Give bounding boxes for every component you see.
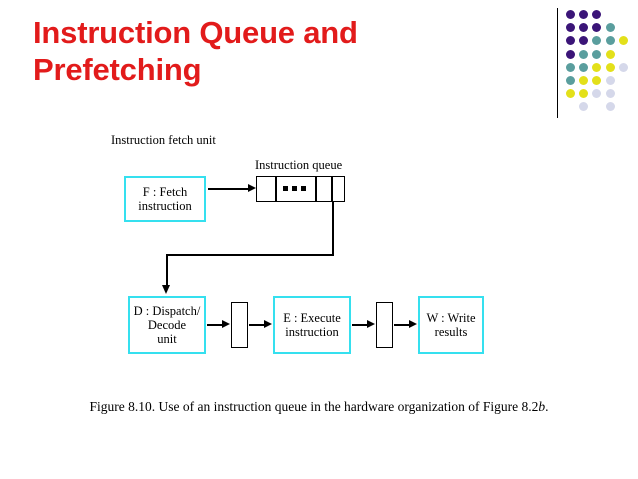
motif-dot [605, 62, 615, 72]
connector-execute-to-latch2 [352, 324, 368, 326]
motif-dot [592, 89, 602, 99]
queue-dot [301, 186, 306, 191]
block-execute-instruction[interactable]: E : Execute instruction [273, 296, 351, 354]
motif-dot [566, 49, 575, 59]
caption-prefix: Figure 8.10. Use of an instruction queue… [89, 399, 539, 414]
motif-dot [605, 36, 615, 46]
queue-ellipsis-dots [283, 186, 306, 191]
motif-dot [566, 10, 575, 19]
motif-dot [579, 89, 589, 99]
motif-dot [592, 23, 602, 33]
motif-dot [579, 23, 589, 33]
page-title: Instruction Queue and Prefetching [33, 15, 358, 87]
motif-dot [592, 10, 602, 19]
motif-dot [618, 62, 628, 72]
latch-register-2[interactable] [376, 302, 393, 348]
motif-dot [579, 62, 589, 72]
motif-dot [579, 36, 589, 46]
motif-dot [592, 49, 602, 59]
label-instruction-fetch-unit: Instruction fetch unit [111, 133, 216, 147]
queue-divider-3 [331, 176, 333, 202]
motif-dot [605, 76, 615, 85]
arrowhead-latch1-to-execute [264, 320, 272, 328]
motif-vertical-rule [557, 8, 558, 118]
block-fetch-instruction[interactable]: F : Fetch instruction [124, 176, 206, 222]
motif-dot [566, 62, 575, 72]
arrowhead-fetch-to-queue [248, 184, 256, 192]
motif-dot [618, 36, 628, 46]
arrowhead-execute-to-latch2 [367, 320, 375, 328]
figure-caption: Figure 8.10. Use of an instruction queue… [0, 398, 638, 415]
connector-latch1-to-execute [249, 324, 265, 326]
motif-dot [605, 89, 615, 99]
queue-divider-2 [315, 176, 317, 202]
connector-queue-down [332, 202, 334, 255]
motif-dot [592, 36, 602, 46]
label-instruction-queue: Instruction queue [255, 158, 343, 172]
instruction-queue-diagram: Instruction fetch unit Instruction queue… [0, 128, 638, 378]
instruction-queue-box[interactable] [256, 176, 345, 202]
queue-dot [292, 186, 297, 191]
motif-dot [579, 102, 589, 112]
motif-dot [579, 49, 589, 59]
connector-queue-left [166, 254, 334, 256]
caption-suffix: . [545, 399, 549, 414]
motif-dot [566, 76, 575, 85]
block-dispatch-decode-unit[interactable]: D : Dispatch/ Decode unit [128, 296, 206, 354]
connector-dispatch-to-latch1 [207, 324, 223, 326]
arrowhead-queue-to-dispatch [162, 285, 170, 294]
motif-dot [605, 49, 615, 59]
arrowhead-latch2-to-write [409, 320, 417, 328]
motif-dot [592, 62, 602, 72]
motif-dot [566, 36, 575, 46]
motif-dot [566, 89, 575, 99]
motif-dot [579, 76, 589, 85]
decorative-dot-grid [566, 10, 632, 118]
latch-register-1[interactable] [231, 302, 248, 348]
motif-dot [592, 76, 602, 85]
motif-dot [579, 10, 589, 19]
arrowhead-dispatch-to-latch1 [222, 320, 230, 328]
motif-dot [605, 102, 615, 112]
connector-latch2-to-write [394, 324, 410, 326]
connector-queue-to-dispatch [166, 254, 168, 287]
motif-dot [566, 23, 575, 33]
queue-divider-1 [275, 176, 277, 202]
caption-italic-b: b [538, 399, 546, 414]
block-write-results[interactable]: W : Write results [418, 296, 484, 354]
queue-dot [283, 186, 288, 191]
motif-dot [605, 23, 615, 33]
connector-fetch-to-queue [208, 188, 248, 190]
